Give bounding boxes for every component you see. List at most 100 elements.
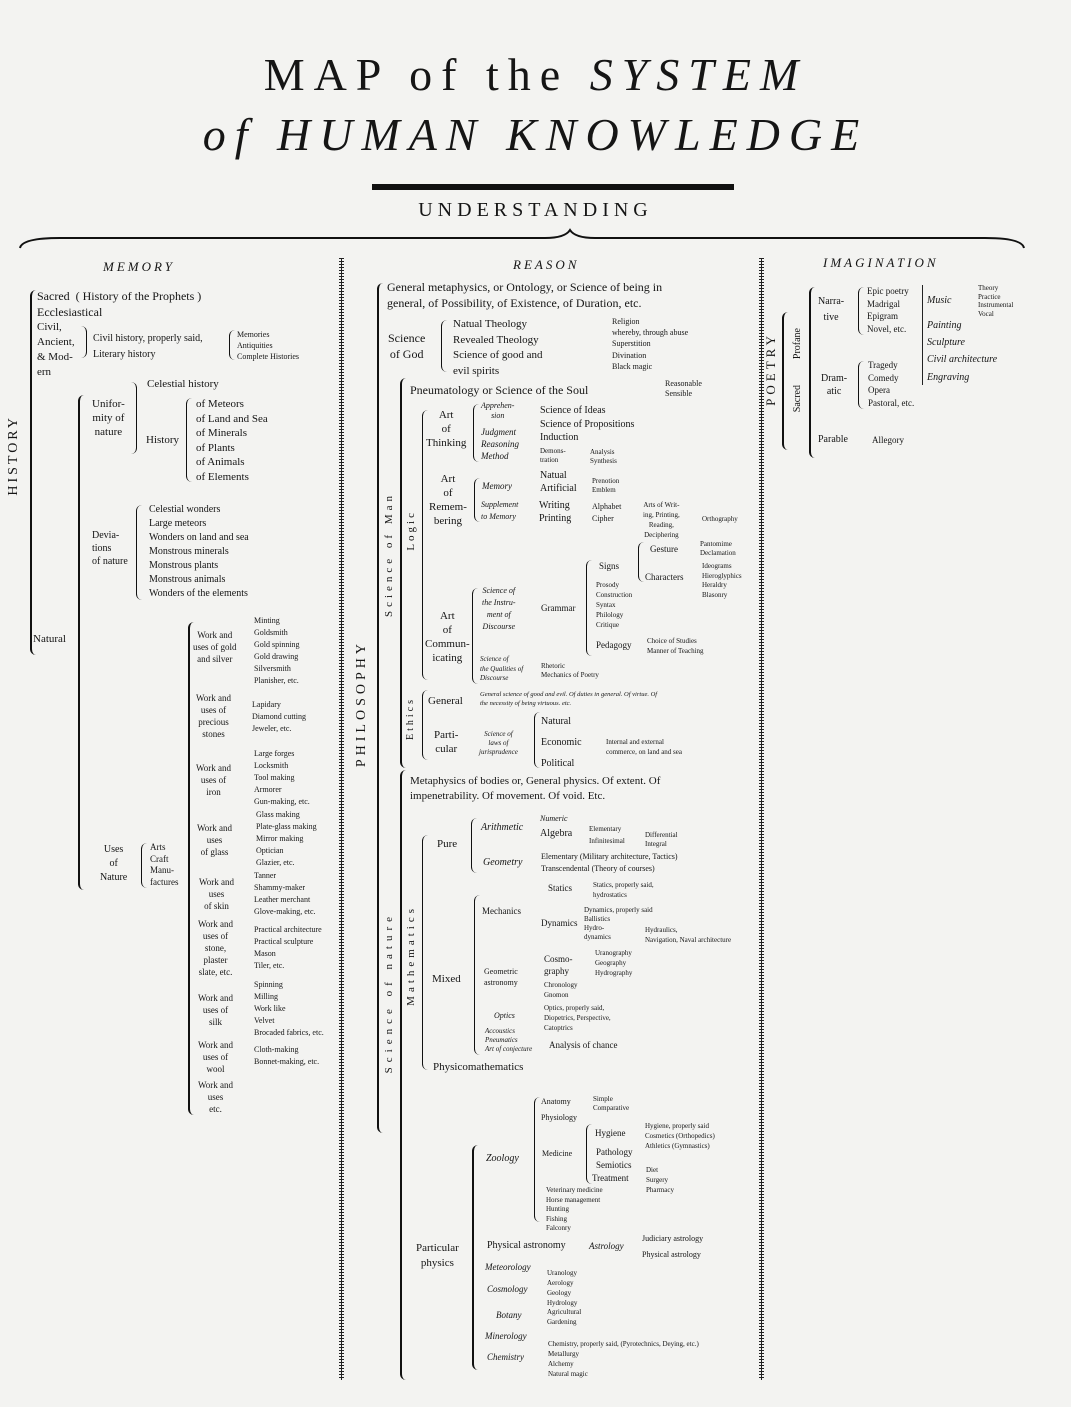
treatment: Treatment xyxy=(592,1173,629,1183)
title-text: SYSTEM xyxy=(589,49,808,100)
reasoning: Reasoning xyxy=(481,439,519,449)
root-brace xyxy=(19,228,1025,249)
work-label: Work and uses etc. xyxy=(198,1080,234,1114)
brace xyxy=(422,835,429,1070)
history-label: HISTORY xyxy=(6,415,21,496)
dramatic-items: Tragedy Comedy Opera Pastoral, etc. xyxy=(868,360,915,408)
natural-artificial: Natual Artificial xyxy=(540,470,577,494)
particular-physics: Particular physics xyxy=(416,1242,459,1269)
orthography: Orthography xyxy=(702,515,738,523)
column-separator xyxy=(759,258,764,1380)
poetry-label: POETRY xyxy=(763,332,778,406)
work-items: Large forges Locksmith Tool making Armor… xyxy=(254,749,310,806)
sculpture: Sculpture xyxy=(927,337,965,348)
signs: Signs xyxy=(599,561,620,571)
brace xyxy=(229,330,236,360)
science-of-propositions: Science of Propositions xyxy=(540,419,635,430)
art-of-communicating: Art of Commun- icating xyxy=(425,610,470,664)
mechanics: Mechanics xyxy=(482,906,521,916)
brace xyxy=(400,770,408,1380)
work-items: Tanner Shammy-maker Leather merchant Glo… xyxy=(254,871,316,916)
brace xyxy=(858,361,865,409)
ethics-general-text: General science of good and evil. Of dut… xyxy=(480,691,658,707)
work-items: Lapidary Diamond cutting Jeweler, etc. xyxy=(252,700,306,733)
civil-architecture: Civil architecture xyxy=(927,354,998,365)
history-items: of Meteors of Land and Sea of Minerals o… xyxy=(196,398,268,483)
title-line-2: of HUMAN KNOWLEDGE xyxy=(0,108,1071,162)
algebra-items: Elementary Infinitesimal xyxy=(589,825,625,845)
reason-heading: REASON xyxy=(513,257,580,272)
brace xyxy=(534,712,541,768)
medicine: Medicine xyxy=(542,1149,573,1158)
deviation-items: Celestial wonders Large meteors Wonders … xyxy=(149,504,249,599)
algebra: Algebra xyxy=(540,828,573,839)
geometry: Geometry xyxy=(483,857,523,868)
cosmology-items: Uranology Aerology Geology Hydrology xyxy=(547,1269,578,1307)
title-rule xyxy=(372,184,734,187)
jurisprudence: Science of laws of jurisprudence xyxy=(479,730,518,756)
brace xyxy=(141,843,148,888)
natural-brace xyxy=(78,395,86,890)
analysis-synthesis: Analysis Synthesis xyxy=(590,448,617,465)
brace xyxy=(534,1097,541,1222)
parable: Parable xyxy=(818,434,848,445)
dramatic: Dram- atic xyxy=(821,373,848,397)
qualities-of-discourse: Science of the Qualities of Discourse xyxy=(480,655,524,682)
work-items: Cloth-making Bonnet-making, etc. xyxy=(254,1045,320,1066)
rhetoric: Rhetoric Mechanics of Poetry xyxy=(541,662,599,679)
history-sub: History xyxy=(146,434,179,446)
ethics-general: General xyxy=(428,695,463,707)
music-items: Theory Practice Instrumental Vocal xyxy=(978,284,1014,318)
supplement-to-memory: Supplement to Memory xyxy=(481,500,519,521)
botany: Botany xyxy=(496,1310,522,1320)
painting: Painting xyxy=(927,320,962,331)
brace xyxy=(782,312,790,450)
title-text: of xyxy=(202,109,257,160)
civil-items: Memories Antiquities Complete Histories xyxy=(237,330,299,361)
brace xyxy=(473,404,480,462)
commerce: Internal and external commerce, on land … xyxy=(606,738,682,756)
work-label: Work and uses of stone, plaster slate, e… xyxy=(198,919,234,977)
uses-items: Arts Craft Manu- factures xyxy=(150,842,179,887)
work-label: Work and uses of gold and silver xyxy=(193,630,237,664)
acoustics: Accoustics Pneumatics Art of conjecture xyxy=(485,1027,533,1053)
treatment-items: Diet Surgery Pharmacy xyxy=(646,1166,674,1194)
root-label: UNDERSTANDING xyxy=(418,199,653,221)
brace xyxy=(472,588,479,684)
chronology: Chronology Gnomon xyxy=(544,981,578,999)
astrology-items: Judiciary astrology Physical astrology xyxy=(642,1234,704,1259)
civil-branches: Civil history, properly said, Literary h… xyxy=(93,333,203,360)
geometric-astronomy: Geometric astronomy xyxy=(484,967,518,987)
uses-of-nature: Uses of Nature xyxy=(100,844,128,883)
cosmography: Cosmo- graphy xyxy=(544,954,573,976)
logic-label: Logic xyxy=(405,510,417,551)
brace xyxy=(422,690,429,760)
prenotion-emblem: Prenotion Emblem xyxy=(592,477,620,494)
work-items: Minting Goldsmith Gold spinning Gold dra… xyxy=(254,616,300,685)
cosmology: Cosmology xyxy=(487,1284,528,1294)
apprehension: Apprehen- sion xyxy=(481,401,515,420)
ideograms: Ideograms Hieroglyphics Heraldry Blasonr… xyxy=(702,562,742,599)
arithmetic: Arithmetic xyxy=(481,822,524,833)
science-of-ideas: Science of Ideas xyxy=(540,405,606,416)
memory-heading: MEMORY xyxy=(103,259,175,274)
chemistry-items: Chemistry, properly said, (Pyrotechnics,… xyxy=(548,1340,699,1378)
statics-items: Statics, properly said, hydrostatics xyxy=(593,881,654,899)
work-label: Work and uses of skin xyxy=(199,877,235,911)
work-items: Glass making Plate-glass making Mirror m… xyxy=(256,810,317,867)
ethics-particular: Parti- cular xyxy=(434,729,459,755)
work-label: Work and uses of iron xyxy=(196,763,232,797)
meteorology: Meteorology xyxy=(485,1262,531,1272)
demonstration: Demons- tration xyxy=(540,447,566,464)
pedagogy: Pedagogy xyxy=(596,640,632,650)
imagination-heading: IMAGINATION xyxy=(823,255,939,270)
uniformity-of-nature: Unifor- mity of nature xyxy=(92,398,125,438)
celestial-history: Celestial history xyxy=(147,378,219,390)
narrative: Narra- tive xyxy=(818,296,845,323)
work-label: Work and uses of silk xyxy=(198,993,234,1027)
chemistry: Chemistry xyxy=(487,1352,524,1362)
zoology: Zoology xyxy=(486,1153,519,1164)
work-items: Spinning Milling Work like Velvet Brocad… xyxy=(254,980,324,1037)
brace xyxy=(586,1124,593,1184)
divider-line xyxy=(922,285,923,385)
